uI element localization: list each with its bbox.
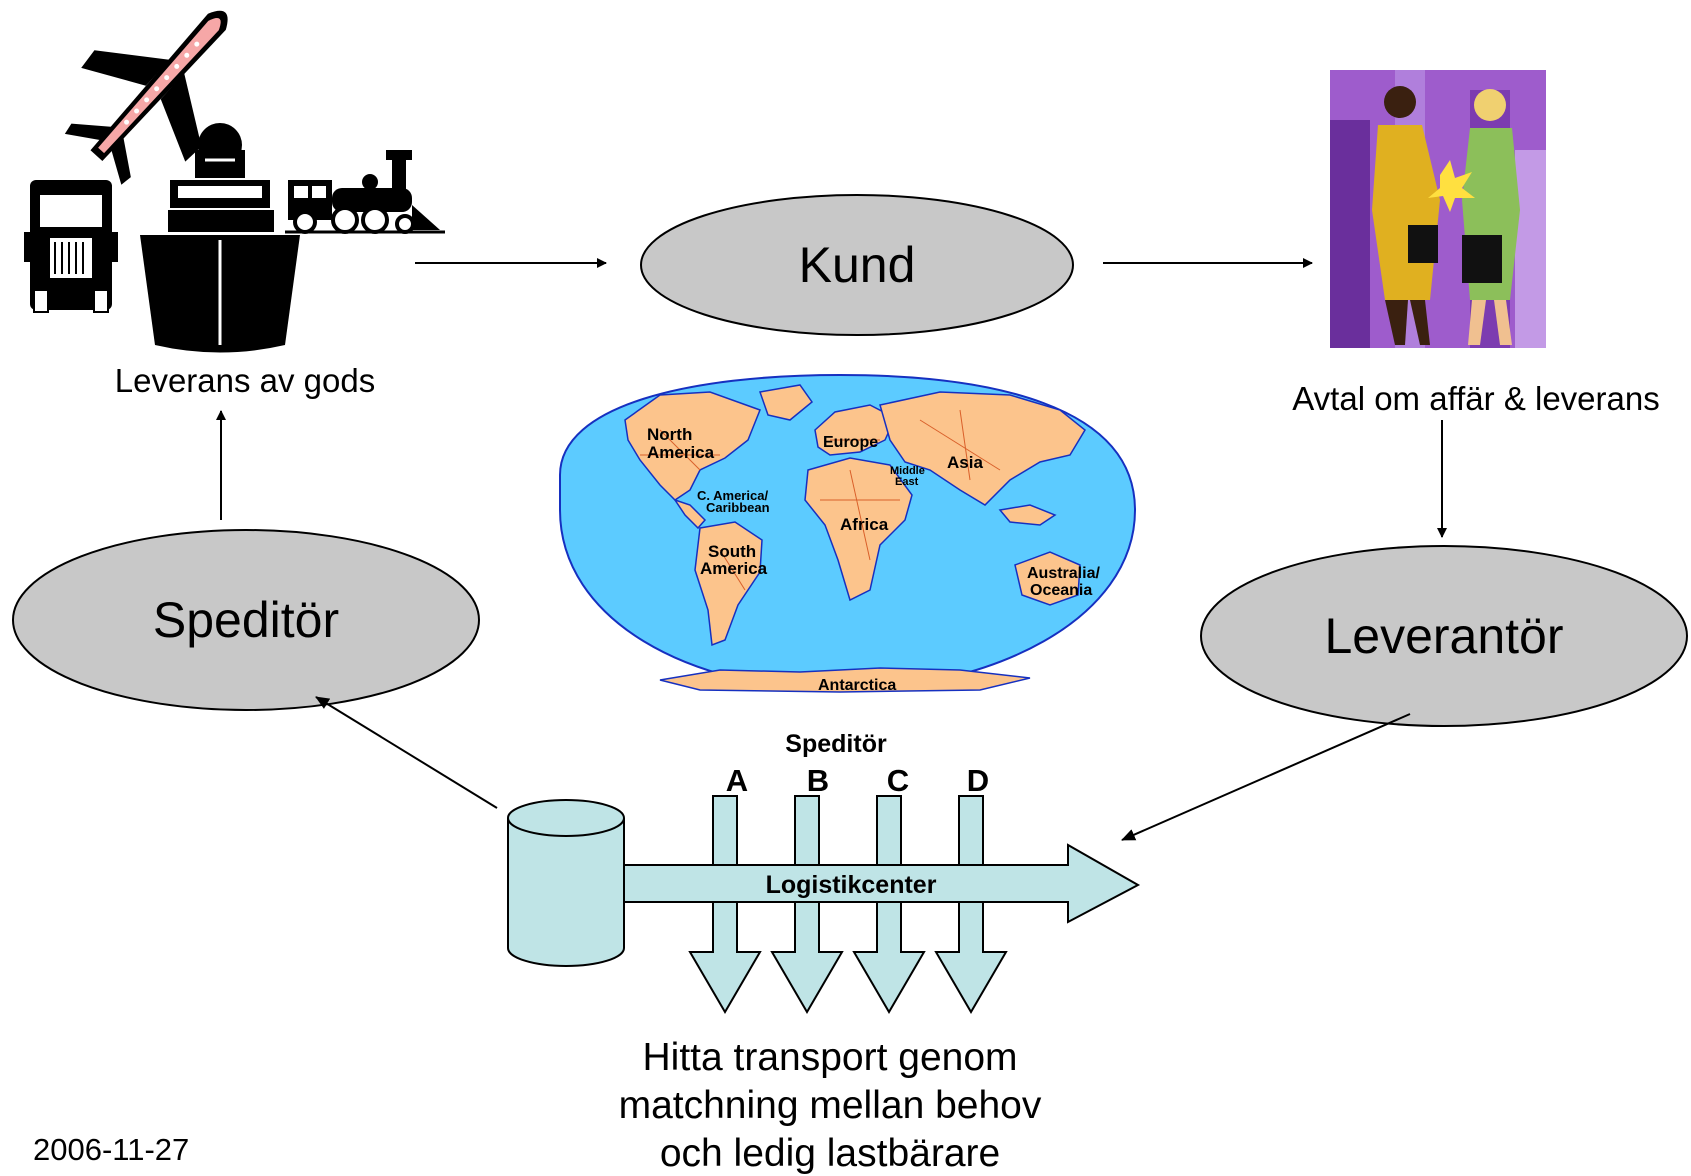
logistics-main-arrow [619, 843, 1141, 924]
truck-icon [24, 180, 118, 313]
caption-hitta-line-2: matchning mellan behov [619, 1084, 1042, 1127]
airplane-icon [64, 10, 228, 185]
caption-hitta-line-1: Hitta transport genom [642, 1036, 1017, 1079]
footer-date: 2006-11-27 [33, 1132, 189, 1167]
map-label-south-america-2: America [700, 559, 768, 578]
map-label-c-america-1: C. America/ [697, 488, 768, 503]
caption-leverans: Leverans av gods [115, 362, 376, 399]
node-leverantor: Leverantör [1200, 545, 1688, 727]
arrow-leverantor-to-logistics [1121, 713, 1411, 841]
map-label-middle-east-2: East [895, 476, 919, 488]
transport-clipart [24, 10, 445, 353]
map-label-c-america-2: Caribbean [706, 500, 770, 515]
handshake-icon [1330, 70, 1546, 348]
lane-arrow-d [934, 795, 1008, 1014]
map-label-asia: Asia [947, 453, 983, 472]
logistics-center-label: Logistikcenter [766, 871, 937, 899]
map-label-australia-1: Australia/ [1027, 565, 1100, 582]
ship-icon [140, 123, 300, 353]
node-leverantor-label: Leverantör [1324, 608, 1563, 664]
map-label-africa: Africa [840, 515, 889, 534]
lane-label-c: C [887, 763, 909, 798]
world-map-icon: North America Europe Asia Middle East C.… [559, 373, 1137, 694]
node-kund: Kund [640, 194, 1074, 336]
map-label-north-america-2: America [647, 443, 715, 462]
train-icon [285, 150, 445, 234]
caption-hitta-line-3: och ledig lastbärare [660, 1132, 1000, 1175]
logistics-speditor-label: Speditör [785, 730, 887, 758]
lane-arrow-a [688, 795, 762, 1014]
lane-arrow-c [852, 795, 926, 1014]
node-speditor-label: Speditör [153, 592, 339, 648]
node-speditor: Speditör [12, 529, 480, 711]
map-label-antarctica: Antarctica [818, 677, 896, 694]
lane-arrow-b [770, 795, 844, 1014]
flow-arrows [216, 258, 1447, 841]
map-label-middle-east-1: Middle [890, 465, 925, 477]
map-label-australia-2: Oceania [1030, 582, 1092, 599]
node-kund-label: Kund [799, 237, 916, 293]
caption-avtal: Avtal om affär & leverans [1292, 380, 1659, 417]
lane-label-d: D [967, 763, 989, 798]
lane-label-b: B [807, 763, 829, 798]
map-label-europe: Europe [823, 434, 878, 451]
arrow-logistics-to-speditor [315, 696, 498, 809]
logistics-center: Logistikcenter Speditör A B C D [507, 730, 1141, 1014]
database-icon [507, 799, 625, 967]
lane-arrows [688, 795, 1008, 1014]
map-label-south-america-1: South [708, 542, 756, 561]
lane-label-a: A [726, 763, 748, 798]
map-label-north-america-1: North [647, 425, 692, 444]
